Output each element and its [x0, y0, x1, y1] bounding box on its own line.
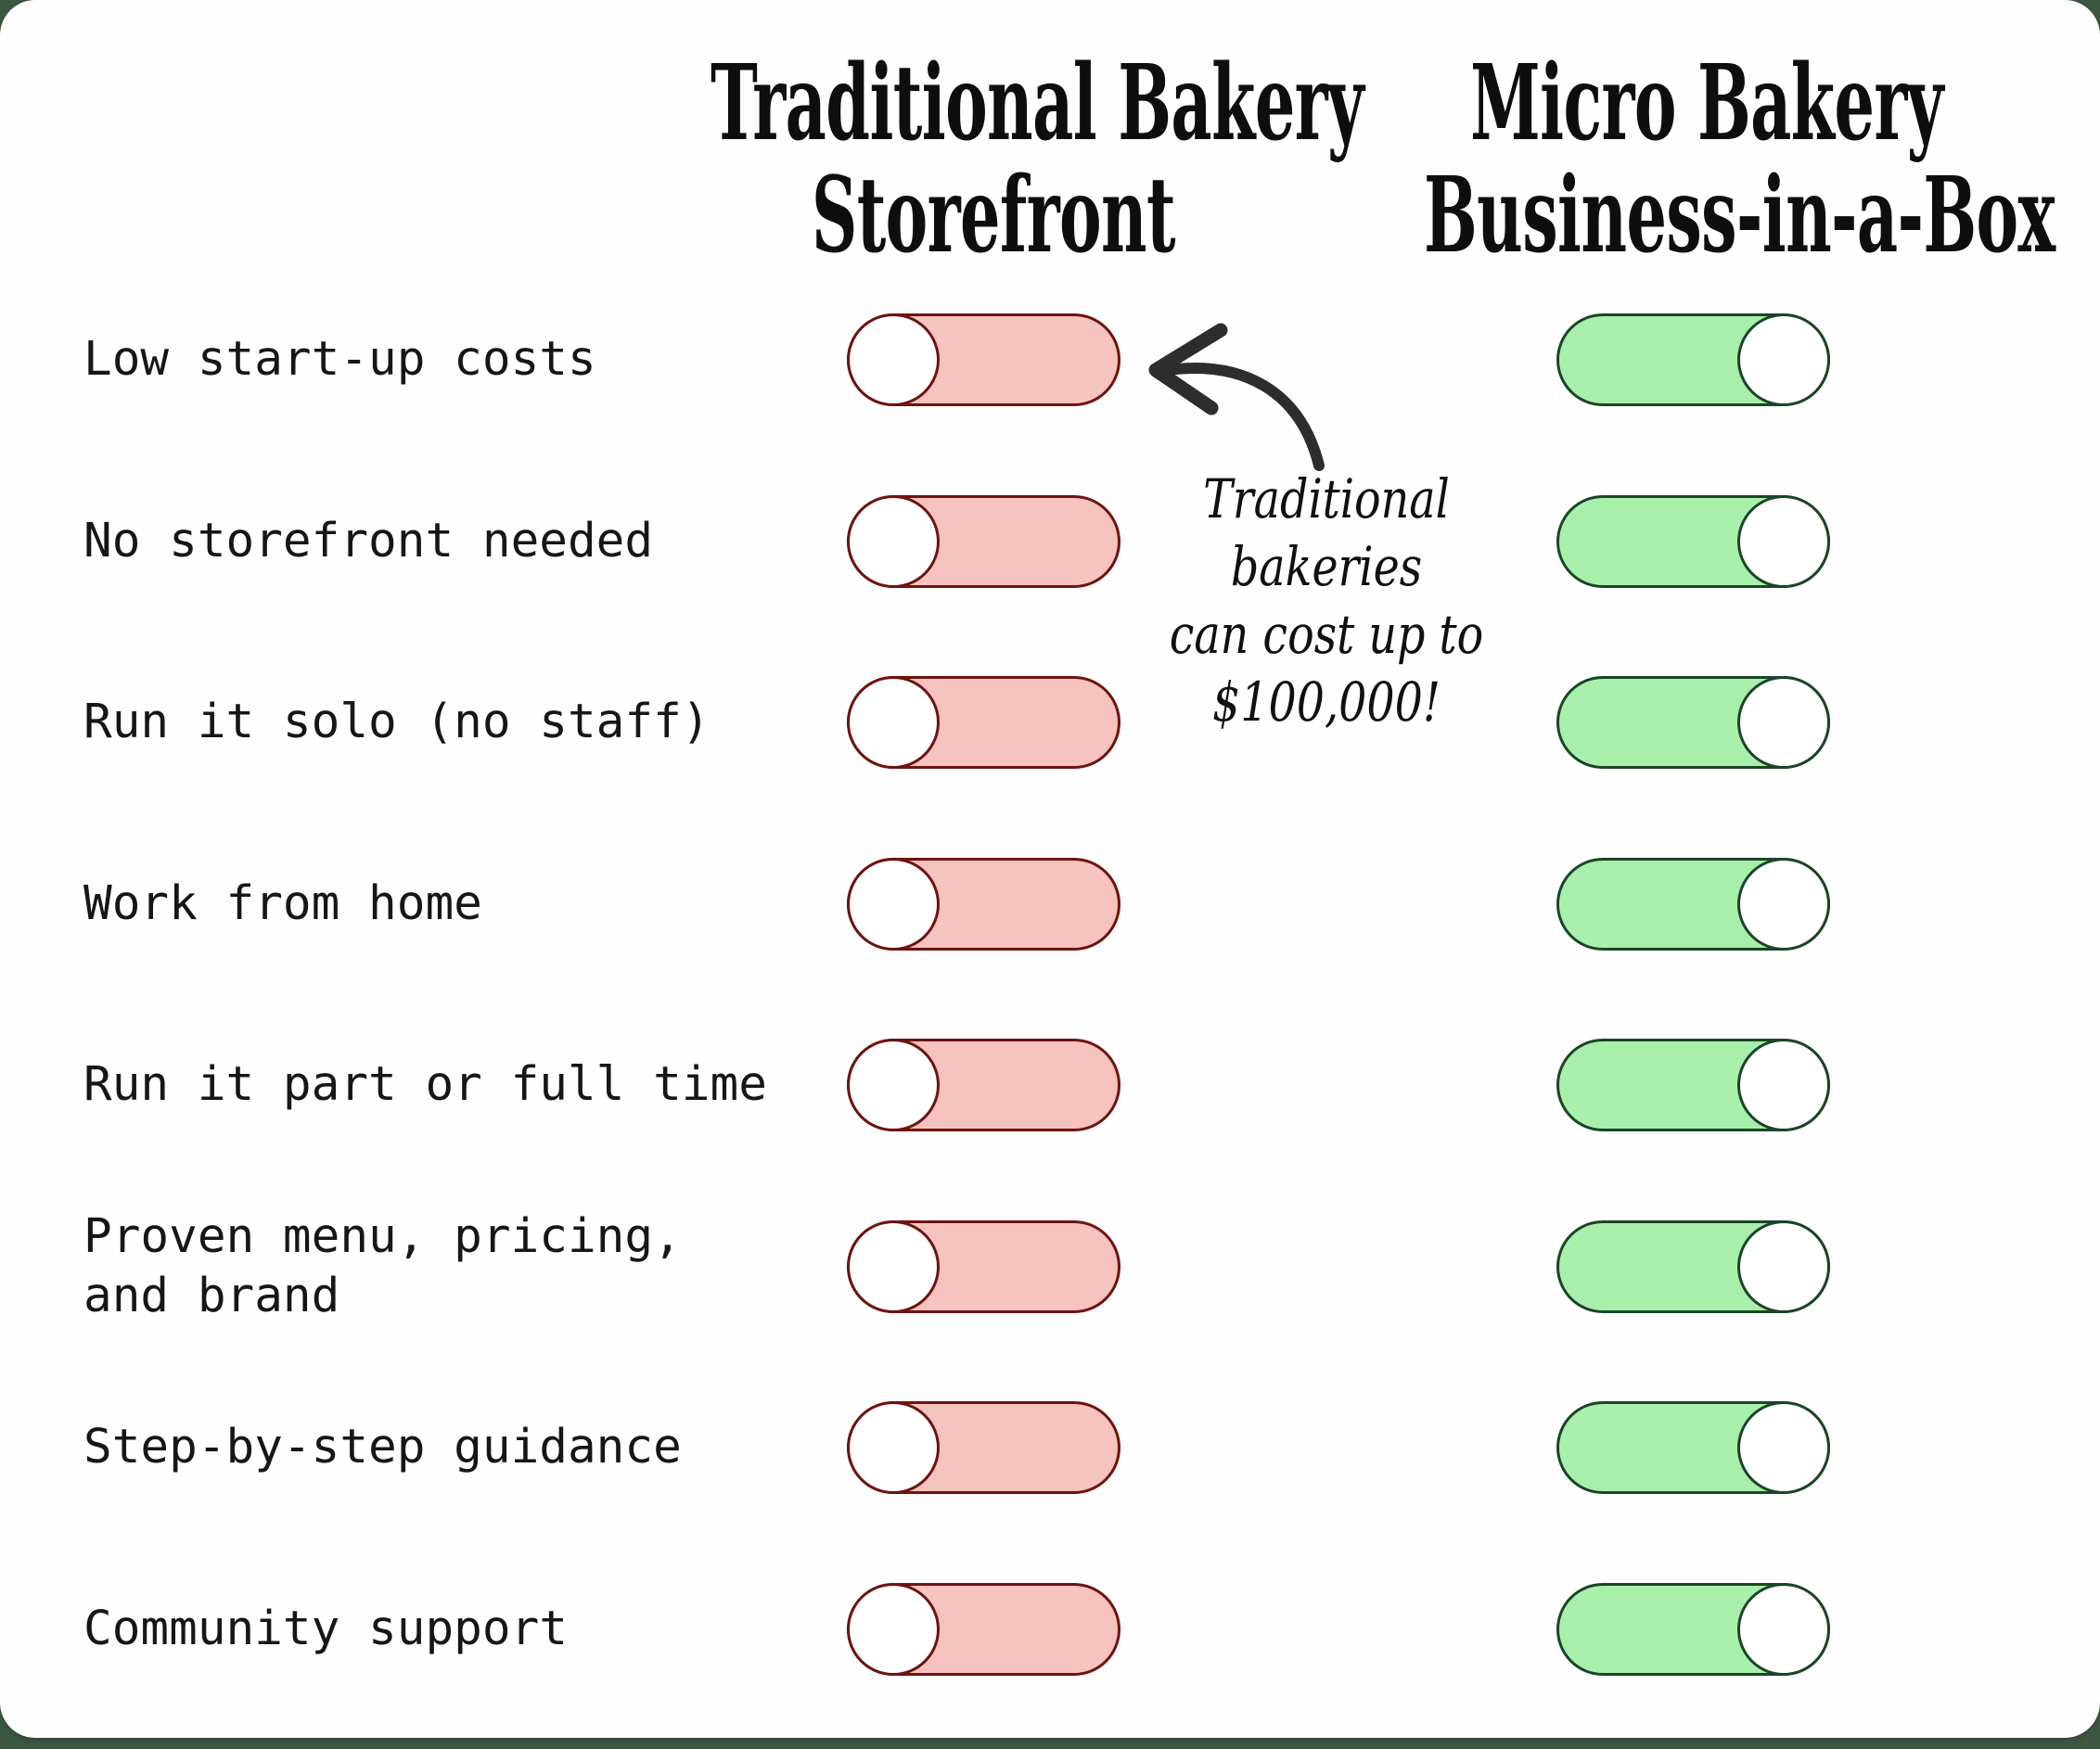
toggle-traditional-off[interactable]: [847, 1039, 1120, 1131]
feature-label: Run it part or full time: [83, 1057, 767, 1112]
annotation-line4: $100,000!: [1211, 670, 1441, 734]
toggle-micro-on[interactable]: [1556, 1039, 1830, 1131]
toggle-traditional-off[interactable]: [847, 313, 1120, 406]
toggle-traditional-off[interactable]: [847, 1220, 1120, 1313]
toggle-knob: [847, 313, 940, 406]
feature-row: Low start-up costs: [0, 313, 2100, 406]
feature-row: Community support: [0, 1583, 2100, 1676]
feature-label: Run it solo (no staff): [83, 695, 711, 749]
toggle-knob: [847, 676, 940, 769]
column-header-traditional-line2: Storefront: [811, 154, 1176, 276]
toggle-knob: [1737, 1401, 1830, 1494]
annotation-text: Traditional bakeries can cost up to $100…: [1060, 466, 1593, 736]
toggle-micro-on[interactable]: [1556, 313, 1830, 406]
feature-label: Low start-up costs: [83, 332, 596, 387]
annotation-line2: bakeries: [1230, 535, 1423, 598]
toggle-traditional-off[interactable]: [847, 1401, 1120, 1494]
feature-row: Run it part or full time: [0, 1039, 2100, 1131]
annotation-line1: Traditional: [1203, 467, 1450, 530]
column-header-micro-line1: Micro Bakery: [1470, 43, 1943, 164]
feature-label: Community support: [83, 1602, 568, 1656]
annotation-line3: can cost up to: [1169, 603, 1484, 666]
feature-row: Run it solo (no staff): [0, 676, 2100, 769]
toggle-knob: [1737, 676, 1830, 769]
toggle-micro-on[interactable]: [1556, 1583, 1830, 1676]
toggle-knob: [847, 1583, 940, 1676]
toggle-micro-on[interactable]: [1556, 1220, 1830, 1313]
toggle-knob: [1737, 313, 1830, 406]
toggle-knob: [847, 858, 940, 951]
column-header-micro: Micro Bakery Business-in-a-Box: [1424, 43, 2055, 276]
toggle-micro-on[interactable]: [1556, 1401, 1830, 1494]
toggle-traditional-off[interactable]: [847, 676, 1120, 769]
column-header-traditional-line1: Traditional Bakery: [711, 43, 1364, 164]
feature-label: Work from home: [83, 876, 482, 931]
toggle-micro-on[interactable]: [1556, 676, 1830, 769]
toggle-knob: [847, 495, 940, 588]
feature-row: No storefront needed: [0, 495, 2100, 588]
toggle-micro-on[interactable]: [1556, 858, 1830, 951]
toggle-knob: [1737, 858, 1830, 951]
toggle-knob: [1737, 1583, 1830, 1676]
column-header-traditional: Traditional Bakery Storefront: [711, 43, 1364, 276]
feature-label: Step-by-step guidance: [83, 1420, 682, 1475]
toggle-knob: [1737, 1039, 1830, 1131]
feature-row: Step-by-step guidance: [0, 1401, 2100, 1494]
toggle-knob: [1737, 1220, 1830, 1313]
toggle-knob: [847, 1220, 940, 1313]
toggle-traditional-off[interactable]: [847, 495, 1120, 588]
toggle-micro-on[interactable]: [1556, 495, 1830, 588]
toggle-knob: [847, 1039, 940, 1131]
feature-row: Work from home: [0, 858, 2100, 951]
feature-label: Proven menu, pricing, and brand: [83, 1209, 682, 1323]
toggle-knob: [847, 1401, 940, 1494]
toggle-traditional-off[interactable]: [847, 858, 1120, 951]
toggle-knob: [1737, 495, 1830, 588]
feature-row: Proven menu, pricing, and brand: [0, 1209, 2100, 1323]
feature-label: No storefront needed: [83, 514, 654, 568]
column-header-micro-line2: Business-in-a-Box: [1424, 154, 2055, 276]
toggle-traditional-off[interactable]: [847, 1583, 1120, 1676]
annotation-arrow-icon: [1095, 306, 1401, 501]
